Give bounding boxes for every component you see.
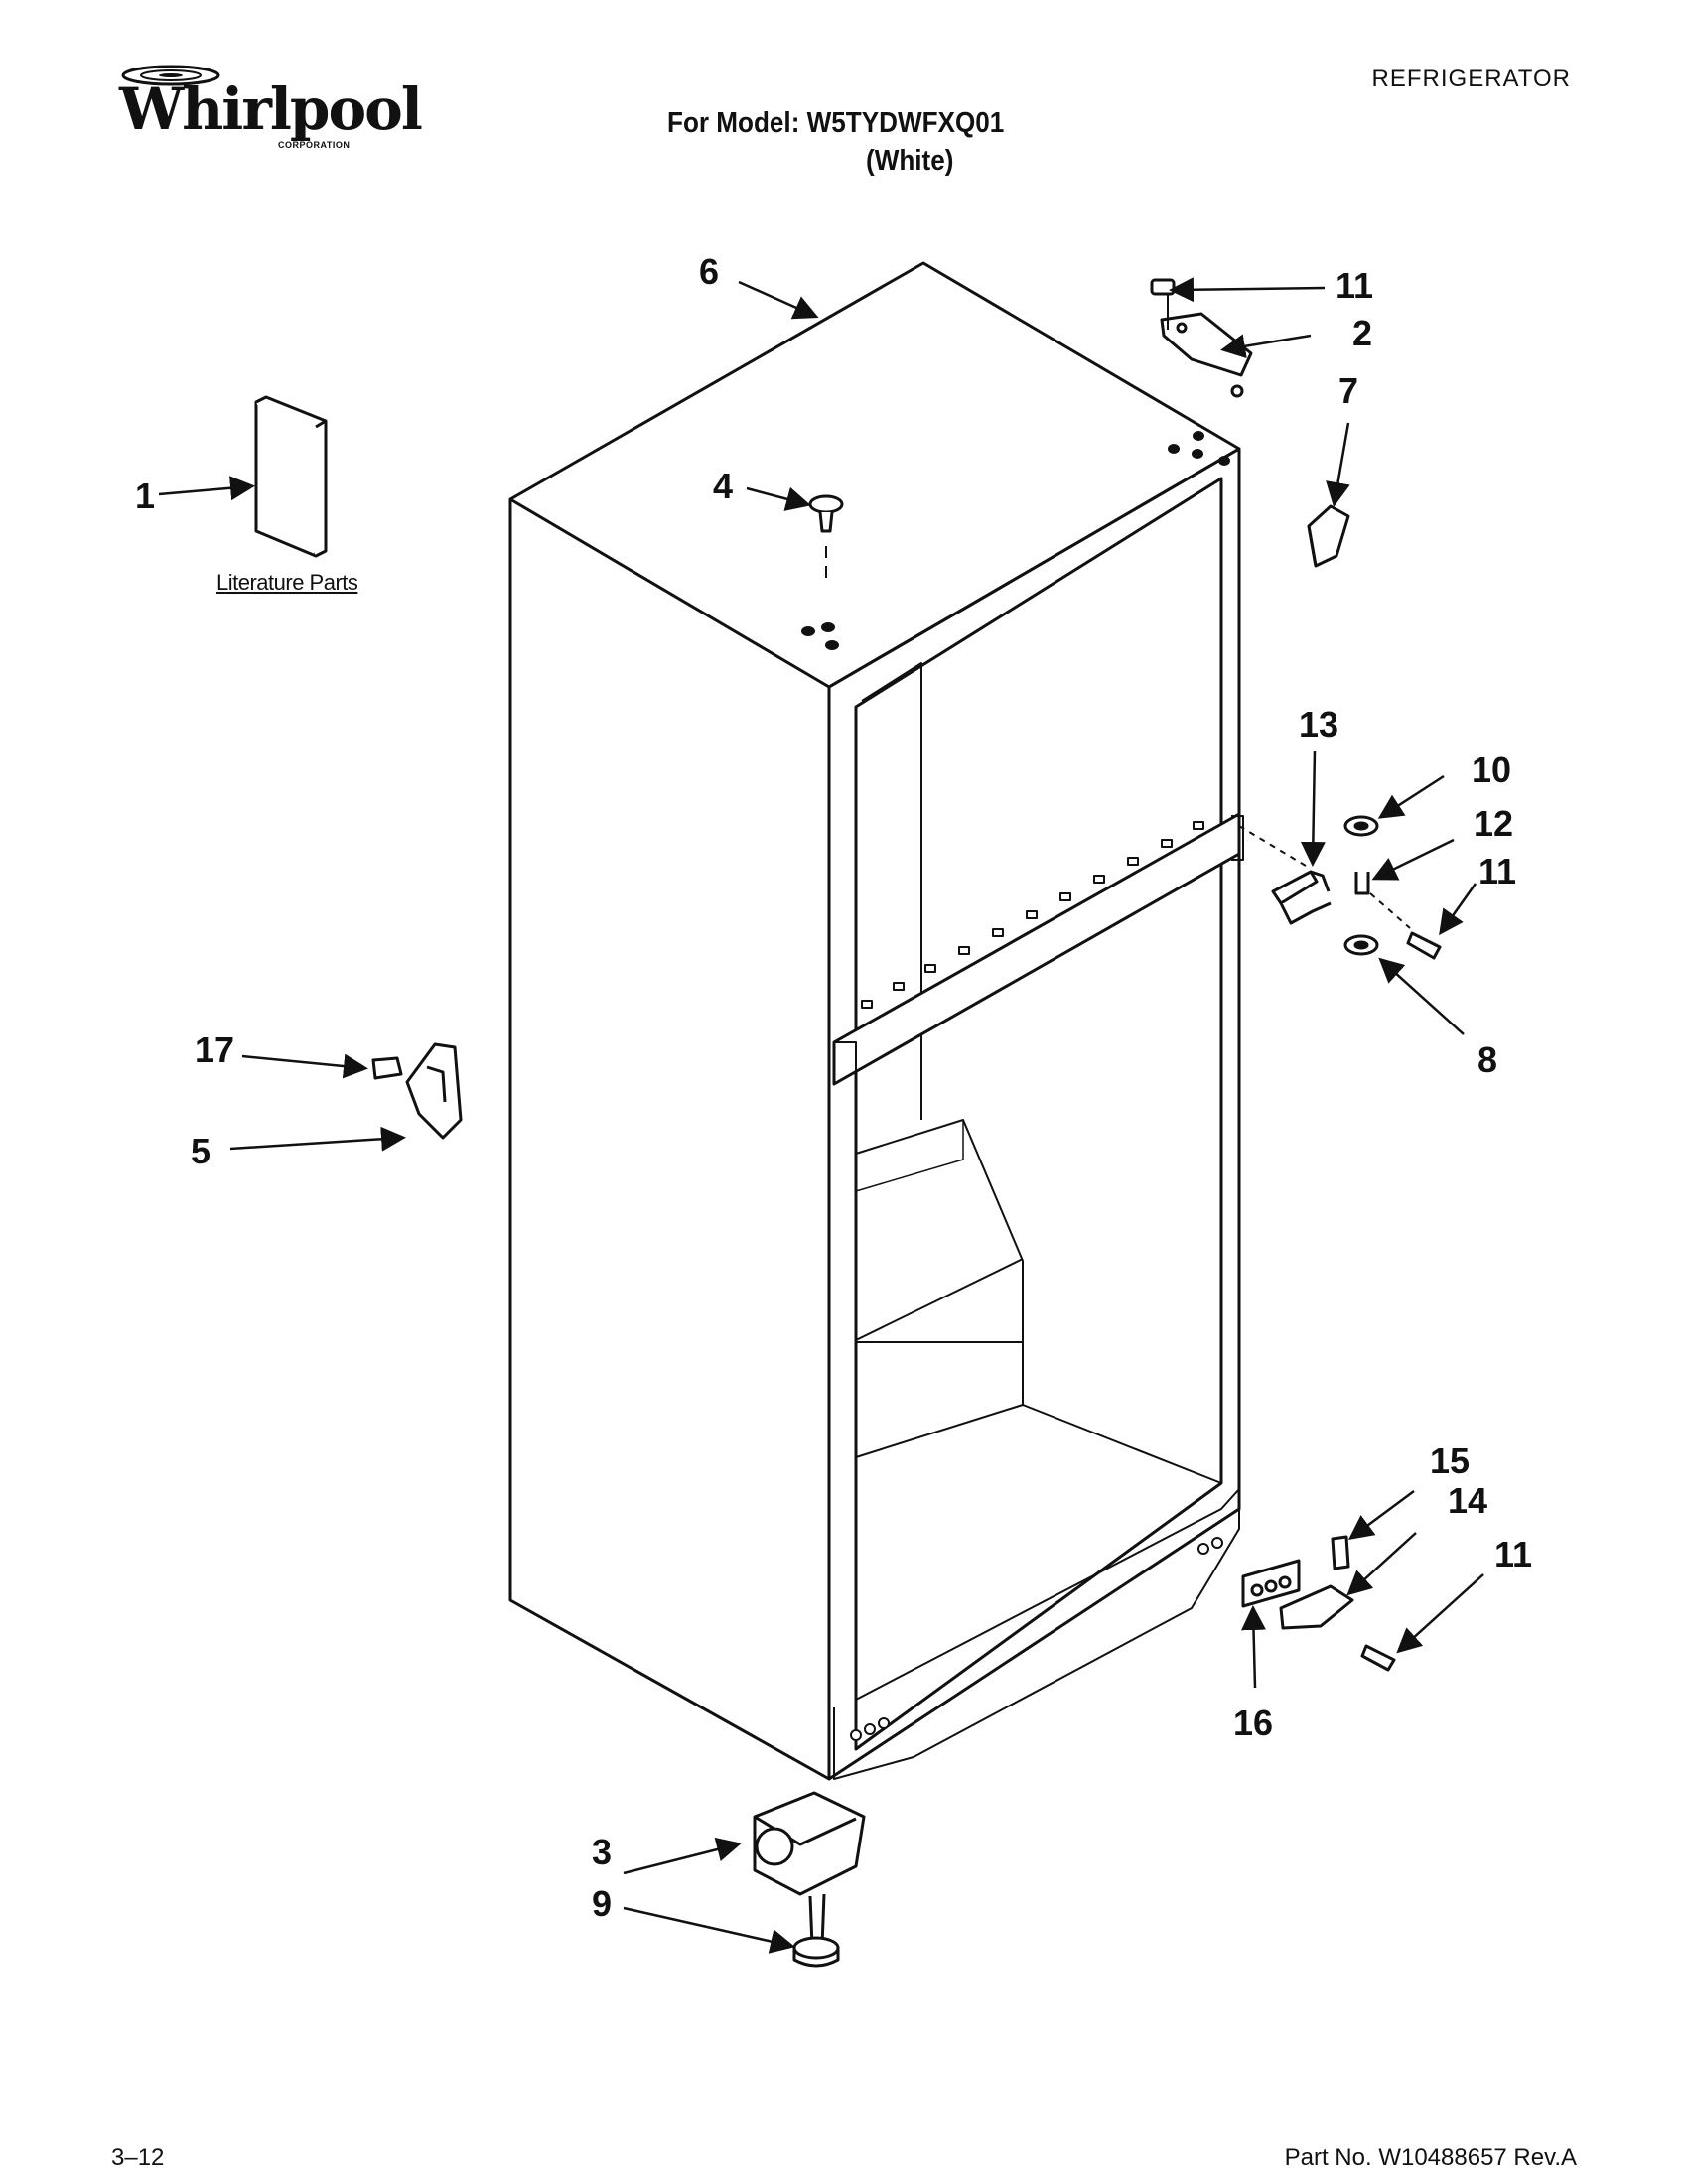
leader-11a xyxy=(1169,277,1326,303)
leader-4 xyxy=(746,486,811,511)
callout-5: 5 xyxy=(190,1131,211,1171)
leader-14 xyxy=(1346,1532,1417,1596)
hinge-cover xyxy=(1307,504,1350,568)
literature-booklet xyxy=(254,395,328,558)
product-category: REFRIGERATOR xyxy=(1371,66,1571,92)
callout-12: 12 xyxy=(1473,803,1514,844)
callout-13: 13 xyxy=(1298,704,1339,745)
whirlpool-logo: Whirlpool CORPORATION xyxy=(111,62,423,161)
leader-16 xyxy=(1241,1605,1267,1689)
leader-12 xyxy=(1371,838,1455,881)
callout-3: 3 xyxy=(591,1832,613,1872)
top-hinge xyxy=(1150,278,1253,398)
callout-10: 10 xyxy=(1471,750,1512,790)
leader-8 xyxy=(1378,957,1465,1035)
door-stop xyxy=(371,1042,463,1140)
part-number: Part No. W10488657 Rev.A xyxy=(1284,2144,1577,2171)
callout-16: 16 xyxy=(1232,1703,1274,1743)
callout-2: 2 xyxy=(1351,313,1373,353)
callout-7: 7 xyxy=(1337,370,1359,411)
callout-11-bottom: 11 xyxy=(1493,1534,1533,1574)
callout-15: 15 xyxy=(1429,1440,1471,1481)
cabinet xyxy=(508,261,1244,1781)
literature-parts-label: Literature Parts xyxy=(216,570,358,595)
leader-7 xyxy=(1326,422,1350,507)
leader-13 xyxy=(1300,750,1326,867)
swirl-icon xyxy=(121,65,220,86)
leader-2 xyxy=(1220,334,1312,359)
callout-17: 17 xyxy=(194,1029,235,1070)
leader-11c xyxy=(1396,1573,1484,1654)
callout-14: 14 xyxy=(1447,1480,1488,1521)
bottom-hinge-assembly xyxy=(1241,1535,1396,1672)
callout-4: 4 xyxy=(712,466,734,506)
leader-10 xyxy=(1377,774,1445,819)
leader-11b xyxy=(1439,883,1477,936)
callout-6: 6 xyxy=(698,251,720,292)
leader-9 xyxy=(623,1906,795,1954)
page-number: 3–12 xyxy=(111,2144,165,2171)
model-title: For Model: W5TYDWFXQ01 xyxy=(667,107,1005,139)
leader-5 xyxy=(229,1126,406,1152)
callout-1: 1 xyxy=(134,476,156,516)
callout-8: 8 xyxy=(1477,1039,1498,1080)
plug xyxy=(808,494,844,586)
leader-3 xyxy=(623,1837,742,1875)
leader-1 xyxy=(158,476,255,501)
leader-17 xyxy=(241,1053,368,1079)
model-color: (White) xyxy=(866,145,954,177)
leader-6 xyxy=(738,280,819,320)
brand-subtitle: CORPORATION xyxy=(278,140,351,150)
callout-11-mid: 11 xyxy=(1477,851,1517,891)
callout-9: 9 xyxy=(591,1883,613,1924)
callout-11-top: 11 xyxy=(1335,265,1374,306)
brand-wordmark: Whirlpool xyxy=(119,75,423,143)
roller-leveler xyxy=(753,1791,866,1968)
center-hinge-assembly xyxy=(1238,815,1442,960)
leader-15 xyxy=(1347,1489,1415,1540)
